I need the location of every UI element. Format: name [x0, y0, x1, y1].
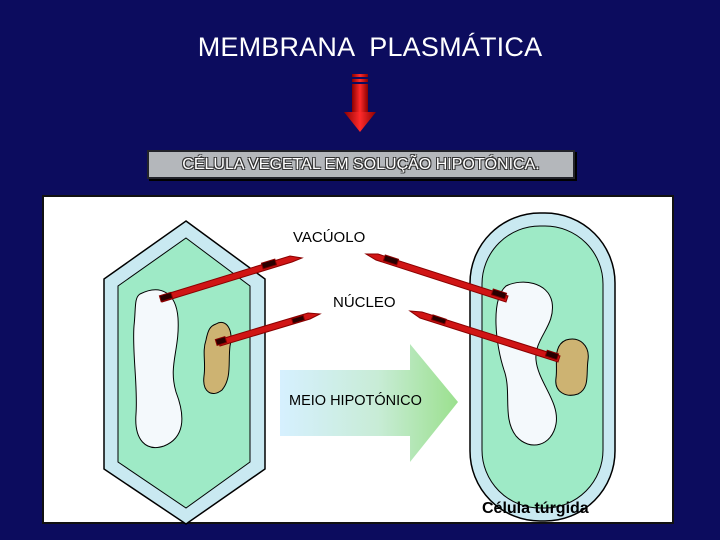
slide-title: MEMBRANA PLASMÁTICA [197, 32, 543, 62]
arrow-right-vacuole [364, 253, 509, 303]
down-arrow-icon [344, 74, 376, 132]
turgid-cell-label: Célula túrgida [482, 500, 589, 517]
nucleus-right [555, 338, 589, 396]
vacuole-right [495, 281, 557, 446]
hypotonic-medium-label: MEIO HIPOTÓNICO [289, 393, 422, 409]
hypotonic-medium-arrow [280, 344, 458, 462]
vacuole-left [133, 289, 183, 448]
arrow-right-nucleus [408, 310, 561, 363]
pointer-arrows [158, 253, 561, 363]
nucleus-label: NÚCLEO [333, 294, 396, 311]
plant-cell-turgid [469, 212, 616, 522]
vacuole-label: VACÚOLO [293, 229, 366, 246]
subtitle-box: CÉLULA VEGETAL EM SOLUÇÃO HIPOTÓNICA. [147, 150, 575, 179]
plant-cell-normal [103, 220, 266, 525]
subtitle-text: CÉLULA VEGETAL EM SOLUÇÃO HIPOTÓNICA. [182, 156, 540, 173]
